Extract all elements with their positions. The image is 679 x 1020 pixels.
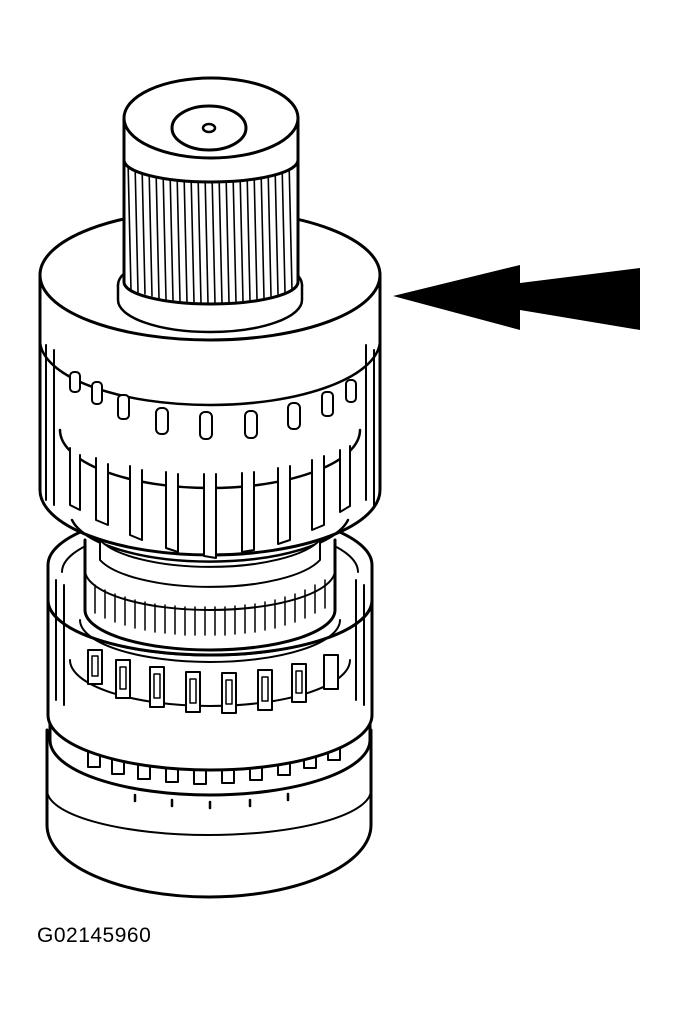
arrow-left-icon: [393, 265, 640, 330]
spline-shaft: [116, 76, 304, 334]
figure-code: G02145960: [37, 924, 152, 947]
